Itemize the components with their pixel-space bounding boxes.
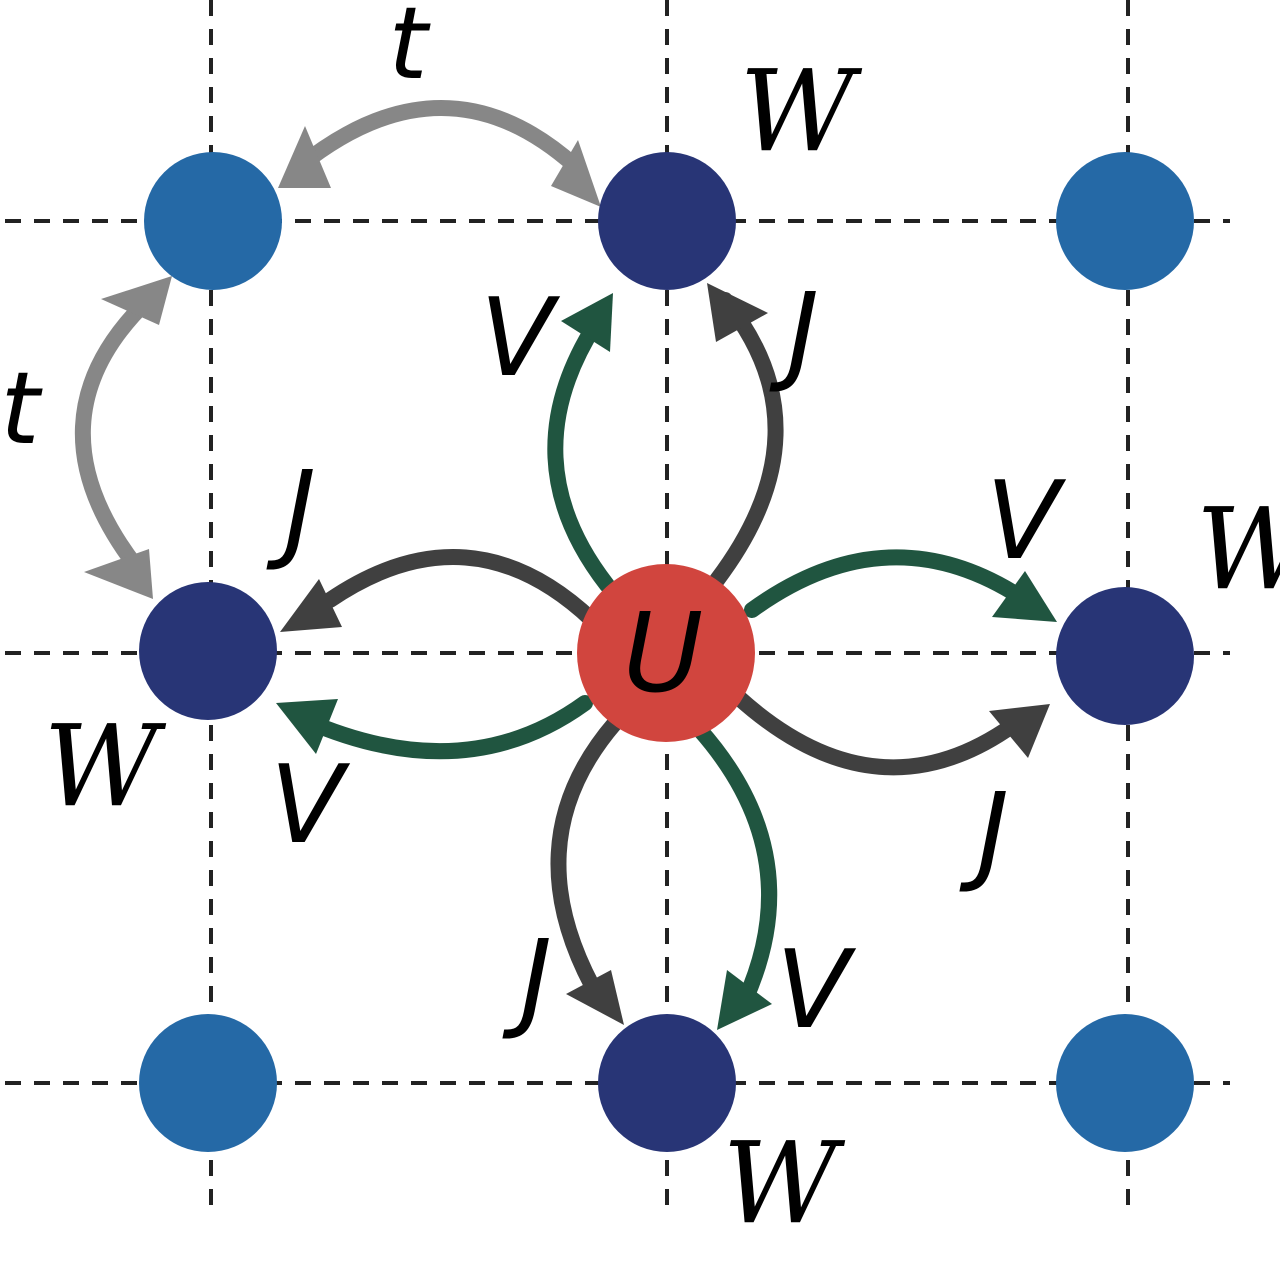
interaction-arrow-left [297,695,593,760]
label-v-right: V [986,459,1067,584]
site-bottom-center [598,1014,736,1152]
exchange-arrowhead-right [989,704,1050,758]
hop-arrow-left [75,293,155,573]
label-v-left: V [270,743,351,868]
exchange-arrows [322,292,1028,1008]
site-bottom-right [1056,1014,1194,1152]
label-w-left: W [43,702,166,832]
hop-arrowhead-top-right [551,140,601,207]
label-w-bottom: W [722,1119,845,1249]
exchange-arrow-left [322,549,600,628]
label-v-bottom: V [776,928,857,1053]
interaction-arrows [297,317,1033,1008]
interaction-arrow-right [744,549,1033,618]
lattice-sites [139,152,1194,1152]
label-center-u: U [623,589,704,717]
hop-arrowhead-top-left [278,126,331,188]
exchange-arrowhead-top [707,283,768,342]
site-center [577,564,755,742]
site-bottom-left [139,1014,277,1152]
label-j-bottom: J [502,918,552,1043]
exchange-arrowhead-bottom [566,970,624,1025]
label-j-right: J [959,771,1009,896]
exchange-arrow-right [730,689,1028,776]
site-top-right [1056,152,1194,290]
interaction-arrowhead-bottom [717,970,772,1030]
hopping-arrows [75,100,583,573]
interaction-arrowheads [276,293,1057,1030]
exchange-arrow-bottom [550,715,623,1008]
interaction-arrowhead-top [561,293,613,352]
label-w-right: W [1196,485,1280,615]
site-middle-right [1056,587,1194,725]
interaction-arrow-bottom [692,722,778,1008]
label-j-left: J [266,449,316,574]
label-hop-top: t [388,0,431,102]
label-hop-left: t [0,350,43,467]
hop-arrowhead-left-bottom [84,549,153,599]
interaction-arrowhead-left [276,699,338,754]
label-w-top: W [739,47,862,177]
label-v-top: V [480,276,561,401]
hopping-arrowheads [84,126,601,599]
exchange-arrow-top [709,292,784,588]
interaction-arrow-top [547,317,615,593]
interaction-arrowhead-right [992,571,1057,622]
exchange-arrowheads [280,283,1050,1025]
site-middle-left [139,582,277,720]
site-top-left [144,152,282,290]
exchange-arrowhead-left [280,579,342,632]
hop-arrowhead-left-top [101,276,172,325]
hop-arrow-top [292,100,583,174]
label-j-top: J [769,271,819,396]
site-top-center [598,152,736,290]
